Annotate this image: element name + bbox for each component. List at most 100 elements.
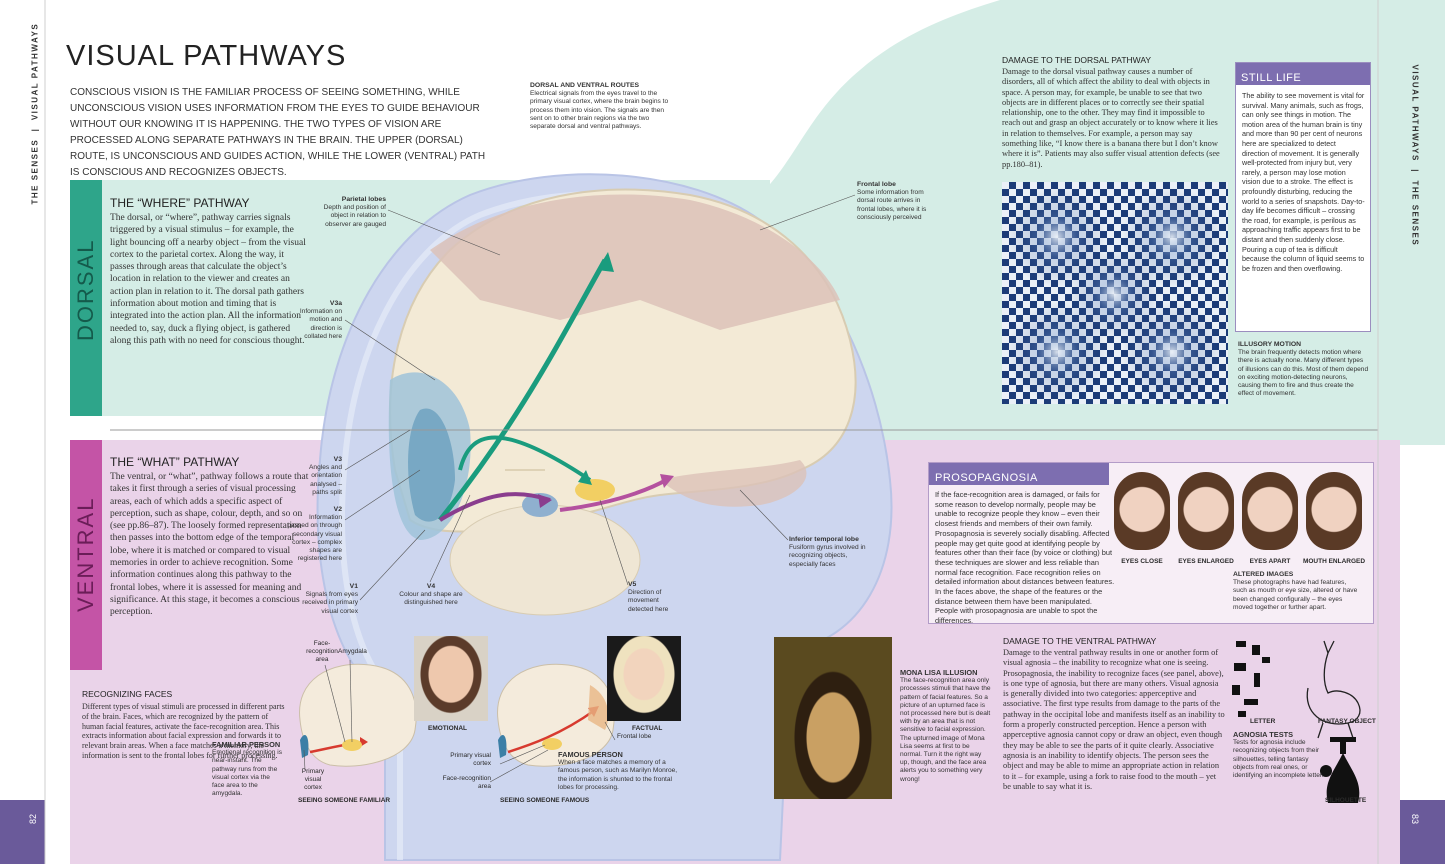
sb-face-area2: Face-recognition area bbox=[442, 775, 491, 790]
small-brain-1 bbox=[299, 663, 417, 767]
agnosia-figures bbox=[1232, 640, 1361, 803]
altered-images-caption: ALTERED IMAGES These photographs have ha… bbox=[1233, 571, 1358, 612]
label-v5: V5 Direction of movement detected here bbox=[628, 581, 678, 614]
dorsal-heading: THE “WHERE” PATHWAY bbox=[110, 196, 250, 210]
prosopagnosia-body: If the face-recognition area is damaged,… bbox=[935, 490, 1115, 626]
still-life-heading: STILL LIFE bbox=[1241, 72, 1302, 84]
label-inferior-text: Fusiform gyrus involved in recognizing o… bbox=[789, 544, 866, 568]
label-v3a-title: V3a bbox=[329, 300, 342, 307]
face-photo-3 bbox=[1242, 472, 1298, 550]
factual-label: FACTUAL bbox=[632, 725, 663, 732]
face-row: EYES CLOSE EYES ENLARGED EYES APART MOUT… bbox=[1110, 470, 1370, 570]
emotional-label: EMOTIONAL bbox=[428, 725, 467, 732]
label-v2: V2 Information passed on through seconda… bbox=[286, 506, 342, 563]
sb-face-area: Face-recognition area bbox=[306, 640, 338, 663]
illusory-heading: ILLUSORY MOTION bbox=[1238, 341, 1302, 348]
altered-body: These photographs have had features, suc… bbox=[1233, 579, 1358, 611]
emotional-photo bbox=[414, 636, 488, 721]
label-inferior-title: Inferior temporal lobe bbox=[789, 536, 859, 543]
agnosia-fantasy-label: FANTASY OBJECT bbox=[1318, 718, 1376, 725]
label-v3: V3 Angles and orientation analysed – pat… bbox=[296, 456, 342, 497]
familiar-body: Emotional recognition is near-instant. T… bbox=[212, 749, 283, 798]
face-label-4: MOUTH ENLARGED bbox=[1302, 558, 1366, 565]
routes-heading: DORSAL AND VENTRAL ROUTES bbox=[530, 82, 640, 89]
agnosia-tests-caption: AGNOSIA TESTS Tests for agnosia include … bbox=[1233, 730, 1325, 780]
brain-illustration bbox=[388, 188, 857, 616]
page-title: VISUAL PATHWAYS bbox=[66, 40, 347, 72]
factual-photo bbox=[607, 636, 681, 721]
ventral-damage-body: Damage to the ventral pathway results in… bbox=[1003, 648, 1225, 791]
recognizing-body: Different types of visual stimuli are pr… bbox=[82, 702, 285, 760]
face-label-1: EYES CLOSE bbox=[1121, 558, 1163, 565]
label-v3-title: V3 bbox=[333, 456, 342, 463]
label-parietal-text: Depth and position of object in relation… bbox=[323, 204, 386, 228]
agnosia-body: Tests for agnosia include recognizing ob… bbox=[1233, 739, 1324, 780]
label-inferior: Inferior temporal lobe Fusiform gyrus in… bbox=[789, 536, 869, 569]
dorsal-damage-body: Damage to the dorsal visual pathway caus… bbox=[1002, 67, 1220, 169]
face-label-2: EYES ENLARGED bbox=[1178, 558, 1234, 565]
still-life-box: STILL LIFE The ability to see movement i… bbox=[1235, 62, 1371, 332]
ventral-damage-heading: DAMAGE TO THE VENTRAL PATHWAY bbox=[1003, 636, 1157, 646]
still-life-body: The ability to see movement is vital for… bbox=[1242, 91, 1365, 273]
letter-figure bbox=[1232, 641, 1270, 717]
label-v4-title: V4 bbox=[426, 583, 436, 590]
label-v4: V4 Colour and shape are distinguished he… bbox=[396, 583, 466, 608]
prosopagnosia-header-bar: PROSOPAGNOSIA bbox=[929, 463, 1109, 485]
small-brains bbox=[299, 659, 616, 783]
label-v4-text: Colour and shape are distinguished here bbox=[399, 591, 463, 607]
still-life-header-bar: STILL LIFE bbox=[1236, 63, 1370, 85]
silhouette-figure bbox=[1320, 737, 1360, 803]
famous-body: When a face matches a memory of a famous… bbox=[558, 759, 678, 791]
mona-body: The face-recognition area only processes… bbox=[900, 677, 991, 783]
agnosia-heading: AGNOSIA TESTS bbox=[1233, 730, 1294, 739]
ventral-heading: THE “WHAT” PATHWAY bbox=[110, 455, 240, 469]
mona-heading: MONA LISA ILLUSION bbox=[900, 668, 978, 677]
routes-body: Electrical signals from the eyes travel … bbox=[530, 90, 669, 131]
label-frontal-title: Frontal lobe bbox=[857, 181, 896, 188]
intro-text: CONSCIOUS VISION IS THE FAMILIAR PROCESS… bbox=[70, 87, 486, 178]
face-label-3: EYES APART bbox=[1249, 558, 1291, 565]
prosopagnosia-heading: PROSOPAGNOSIA bbox=[935, 472, 1038, 484]
recognizing-heading: RECOGNIZING FACES bbox=[82, 689, 173, 699]
small-brain-2 bbox=[497, 663, 615, 767]
familiar-caption: FAMILIAR PERSON Emotional recognition is… bbox=[212, 740, 284, 798]
label-v1: V1 Signals from eyes received in primary… bbox=[300, 583, 358, 616]
label-v3-text: Angles and orientation analysed – paths … bbox=[309, 464, 342, 496]
label-v1-title: V1 bbox=[349, 583, 358, 590]
sb-primary: Primary visual cortex bbox=[301, 768, 325, 791]
label-v3a-text: Information on motion and direction is c… bbox=[299, 308, 342, 340]
sb-frontal: Frontal lobe bbox=[617, 733, 652, 740]
ventral-body: The ventral, or “what”, pathway follows … bbox=[110, 472, 309, 618]
sb-seeing-famous: SEEING SOMEONE FAMOUS bbox=[500, 797, 590, 804]
familiar-heading: FAMILIAR PERSON bbox=[212, 740, 281, 749]
label-v5-text: Direction of movement detected here bbox=[628, 589, 669, 613]
label-v2-text: Information passed on through secondary … bbox=[287, 514, 342, 563]
mona-caption: MONA LISA ILLUSION The face-recognition … bbox=[900, 668, 992, 784]
label-v3a: V3a Information on motion and direction … bbox=[290, 300, 342, 341]
mona-lisa-image bbox=[774, 637, 892, 799]
routes-caption: DORSAL AND VENTRAL ROUTES Electrical sig… bbox=[530, 82, 675, 131]
altered-heading: ALTERED IMAGES bbox=[1233, 571, 1294, 578]
face-photo-4 bbox=[1306, 472, 1362, 550]
famous-caption: FAMOUS PERSON When a face matches a memo… bbox=[558, 750, 688, 792]
label-frontal: Frontal lobe Some information from dorsa… bbox=[857, 181, 937, 222]
fantasy-figure bbox=[1306, 640, 1361, 739]
famous-heading: FAMOUS PERSON bbox=[558, 750, 623, 759]
dorsal-damage-heading: DAMAGE TO THE DORSAL PATHWAY bbox=[1002, 55, 1152, 65]
sb-amygdala: Amygdala bbox=[338, 648, 367, 655]
face-photo-1 bbox=[1114, 472, 1170, 550]
agnosia-silhouette-label: SILHOUETTE bbox=[1325, 797, 1367, 804]
agnosia-letter-label: LETTER bbox=[1250, 718, 1276, 725]
sb-primary2: Primary visual cortex bbox=[450, 752, 491, 767]
label-v1-text: Signals from eyes received in primary vi… bbox=[302, 591, 358, 615]
sb-seeing-familiar: SEEING SOMEONE FAMILIAR bbox=[298, 797, 391, 804]
label-parietal-title: Parietal lobes bbox=[341, 196, 386, 203]
illusory-motion-caption: ILLUSORY MOTION The brain frequently det… bbox=[1238, 341, 1370, 398]
face-photo-2 bbox=[1178, 472, 1234, 550]
illusory-motion-pattern bbox=[1002, 182, 1228, 404]
label-v2-title: V2 bbox=[333, 506, 342, 513]
label-v5-title: V5 bbox=[628, 581, 637, 588]
dorsal-body: The dorsal, or “where”, pathway carries … bbox=[110, 213, 306, 346]
label-parietal: Parietal lobes Depth and position of obj… bbox=[306, 196, 386, 229]
